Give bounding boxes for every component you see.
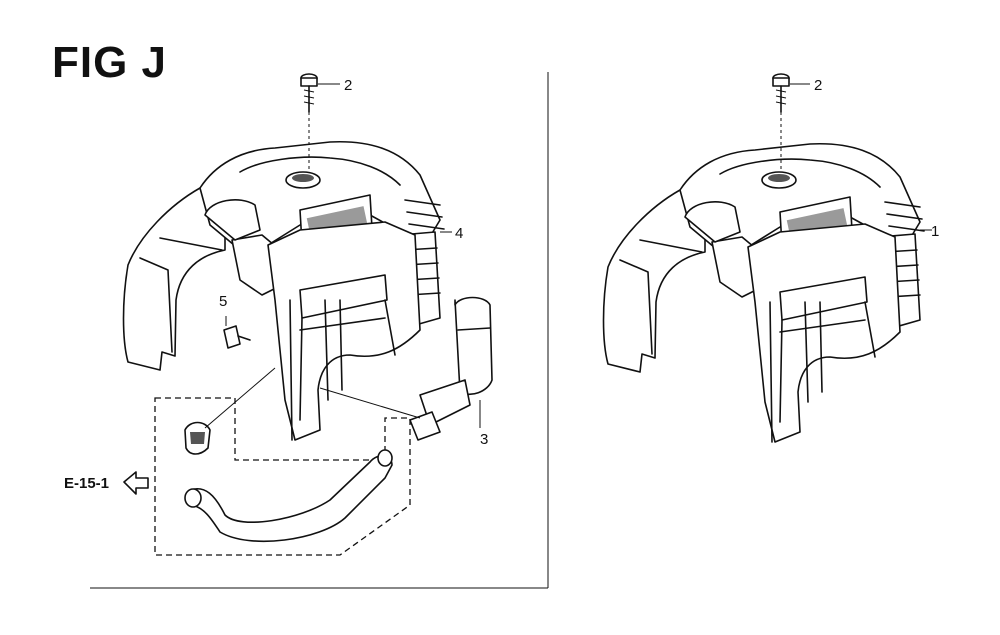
callout-bolt-left: 2 [344,77,352,94]
cover-assembly-right [602,142,925,443]
callout-screw: 5 [219,293,227,310]
bolt-right [772,73,810,170]
grip [319,296,493,441]
callout-cover-right: 1 [931,223,939,240]
cover-assembly-left [122,140,445,441]
left-panel-frame [90,72,549,589]
hollow-left-arrow-icon [123,471,149,495]
screw [223,316,251,349]
reference-label: E-15-1 [64,475,109,492]
callout-grip: 3 [480,431,488,448]
sub-assembly-dashed-box [154,367,411,556]
callout-bolt-right: 2 [814,77,822,94]
bolt-left [300,73,340,170]
figure-title: FIG J [52,38,168,87]
callout-cover-left: 4 [455,225,463,242]
